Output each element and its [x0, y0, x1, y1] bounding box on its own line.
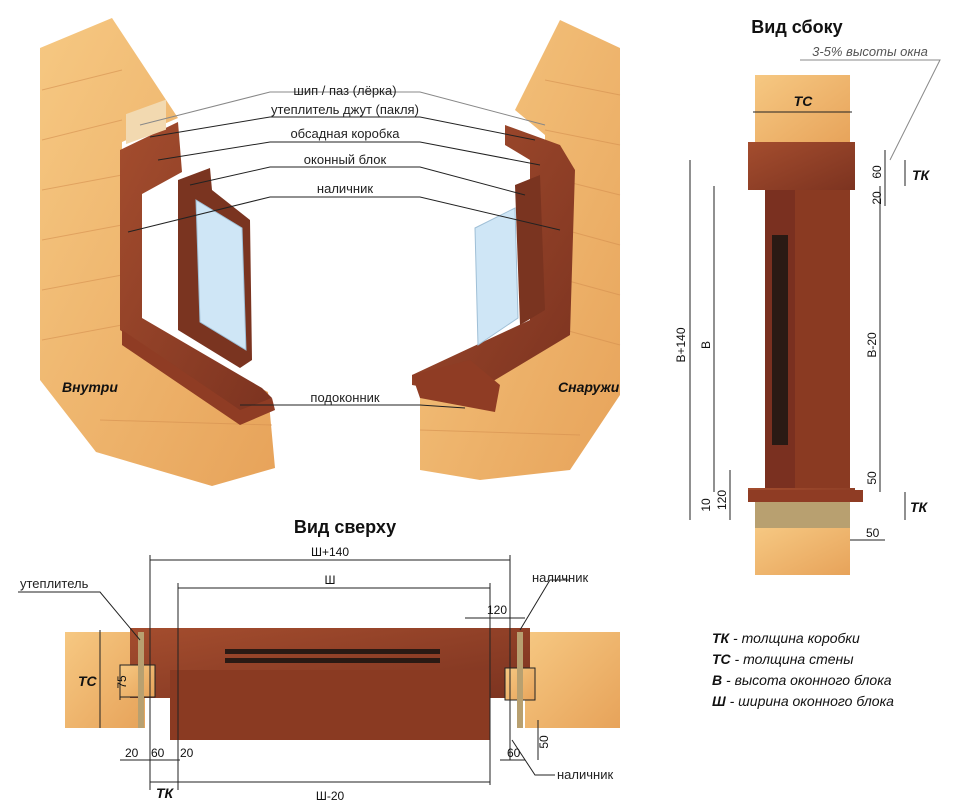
insulation-left-plan — [138, 632, 144, 728]
top-view-title: Вид сверху — [294, 517, 396, 537]
top-dim-75: 75 — [115, 675, 129, 689]
side-tc: ТС — [794, 93, 814, 109]
side-view-note: 3-5% высоты окна — [812, 44, 928, 59]
glass-right — [474, 207, 519, 346]
label-insulation-jute: утеплитель джут (пакля) — [271, 102, 419, 117]
top-dim-20b: 20 — [180, 746, 194, 760]
legend: ТК - толщина коробки ТС - толщина стены … — [712, 630, 894, 709]
windowsill-right — [412, 360, 500, 412]
label-trim: наличник — [317, 181, 373, 196]
side-b-minus-20: В-20 — [865, 332, 879, 358]
side-tk-top: ТК — [912, 167, 931, 183]
wall-top — [755, 75, 850, 145]
windowsill-left — [122, 330, 275, 425]
casing-box-left — [120, 122, 272, 412]
side-view-title: Вид сбоку — [751, 17, 842, 37]
glass-side — [772, 235, 788, 445]
label-window-unit: оконный блок — [304, 152, 387, 167]
label-casing-box: обсадная коробка — [290, 126, 400, 141]
top-trim-bottom-label: наличник — [557, 767, 613, 782]
inside-3d-view — [40, 18, 275, 486]
glass-plan-2 — [225, 658, 440, 663]
window-body-plan — [170, 670, 490, 740]
outside-3d-view — [412, 20, 621, 480]
top-trim-label: наличник — [532, 570, 588, 585]
insulation-right-plan — [517, 632, 523, 728]
wall-right — [525, 632, 620, 728]
side-dim-120: 120 — [715, 490, 729, 510]
top-dim-120: 120 — [487, 603, 507, 617]
top-view: Вид сверху Ш+140 Ш утеплитель наличник 1… — [18, 517, 620, 803]
side-dim-10: 10 — [699, 498, 713, 512]
legend-item: В - высота оконного блока — [712, 672, 892, 688]
label-windowsill: подоконник — [310, 390, 379, 405]
legend-item: ТК - толщина коробки — [712, 630, 860, 646]
top-dim-60b: 60 — [507, 746, 521, 760]
wall-bottom — [755, 528, 850, 575]
legend-item: ТС - толщина стены — [712, 651, 854, 667]
top-tc: ТС — [78, 673, 98, 689]
label-tenon-groove: шип / паз (лёрка) — [293, 83, 396, 98]
top-insulation-label: утеплитель — [20, 576, 89, 591]
side-dim-50-right: 50 — [865, 471, 879, 485]
side-view: Вид сбоку 3-5% высоты окна ТС В+140 В В-… — [674, 17, 941, 575]
top-dim-60a: 60 — [151, 746, 165, 760]
side-dim-60: 60 — [870, 165, 884, 179]
side-dim-50-bottom: 50 — [866, 526, 880, 540]
legend-item: Ш - ширина оконного блока — [712, 693, 894, 709]
top-w-plus-140: Ш+140 — [311, 545, 349, 559]
top-tk: ТК — [156, 785, 175, 801]
side-dim-20: 20 — [870, 191, 884, 205]
side-b: В — [699, 341, 713, 349]
glass-left — [195, 199, 247, 351]
top-dim-50: 50 — [537, 735, 551, 749]
insulation-left — [126, 99, 166, 145]
side-b-plus-140: В+140 — [674, 327, 688, 362]
label-inside: Внутри — [62, 379, 118, 395]
side-tk-bottom: ТК — [910, 499, 929, 515]
callout-lines — [127, 91, 561, 409]
window-frame-right — [515, 175, 545, 325]
insulation-bottom — [755, 502, 850, 530]
top-w-minus-20: Ш-20 — [316, 789, 345, 803]
sill-side — [748, 490, 863, 502]
glass-plan-1 — [225, 649, 440, 654]
top-w: Ш — [325, 573, 336, 587]
casing-top — [748, 142, 855, 190]
label-outside: Снаружи — [558, 379, 620, 395]
top-dim-20a: 20 — [125, 746, 139, 760]
